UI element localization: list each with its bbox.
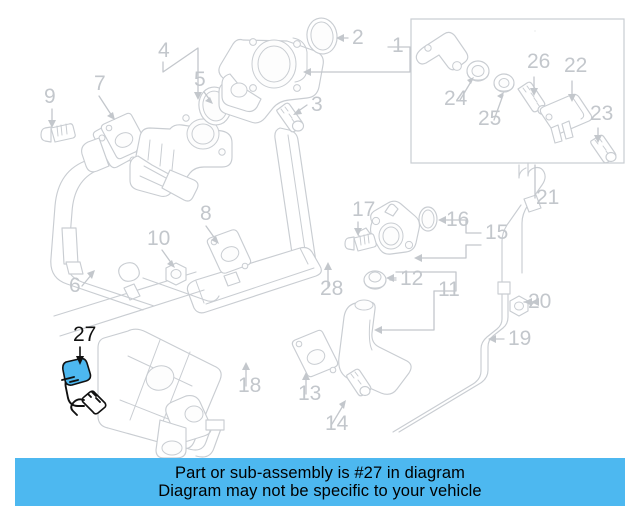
part-19-pipe	[392, 281, 511, 433]
callout-28: 28	[320, 277, 343, 300]
inset-leaders	[459, 76, 602, 143]
part-13-gasket	[291, 329, 339, 378]
callout-22: 22	[564, 54, 587, 77]
leader-lines	[48, 34, 539, 425]
parts-diagram-svg[interactable]: 1 2 3 4 5 6 7 8 9 10 11 12 13 14 15 16 1…	[0, 0, 640, 460]
part-3-bolt	[276, 102, 305, 133]
part-21-pipe	[501, 30, 546, 290]
part-4-egr-valve	[129, 114, 233, 202]
banner-line-2: Diagram may not be specific to your vehi…	[158, 482, 482, 500]
part-10-nut	[165, 262, 187, 286]
callout-19: 19	[508, 327, 531, 350]
callout-14: 14	[325, 412, 349, 435]
callout-23: 23	[590, 102, 613, 125]
parts-diagram[interactable]: 1 2 3 4 5 6 7 8 9 10 11 12 13 14 15 16 1…	[0, 0, 640, 460]
callout-9: 9	[44, 85, 56, 108]
callout-6: 6	[69, 274, 81, 297]
inset-box-frame	[410, 18, 625, 164]
callout-12: 12	[400, 267, 423, 290]
part-23-screw	[590, 134, 617, 164]
part-16-oring	[418, 206, 438, 232]
part-12-grommet	[363, 270, 387, 290]
part-17-bolt	[344, 233, 377, 252]
callout-24: 24	[444, 87, 468, 110]
part-24-grommet	[466, 60, 490, 82]
part-22-sensor	[539, 93, 593, 144]
callout-25: 25	[478, 107, 501, 130]
inset-box-group	[410, 18, 625, 164]
banner-line-1: Part or sub-assembly is #27 in diagram	[175, 463, 465, 482]
part-14-bolt	[346, 368, 372, 397]
callout-15: 15	[485, 221, 508, 244]
part-28-bracket	[274, 127, 317, 271]
callout-17: 17	[352, 198, 375, 221]
part-9-bolt	[40, 123, 76, 143]
part-20-nut	[509, 295, 529, 317]
callout-7: 7	[94, 72, 106, 95]
callout-8: 8	[200, 202, 212, 225]
callout-11: 11	[438, 278, 460, 301]
callout-21: 21	[536, 186, 559, 209]
part-15-housing	[357, 200, 421, 255]
callout-20: 20	[528, 290, 551, 313]
part-18-egr-cooler	[53, 246, 322, 459]
callout-10: 10	[147, 227, 170, 250]
part-25-grommet	[493, 73, 515, 93]
info-banner: Part or sub-assembly is #27 in diagram D…	[15, 458, 625, 506]
inset-bracket-arm	[415, 31, 469, 71]
callout-18: 18	[238, 374, 261, 397]
callout-16: 16	[446, 208, 469, 231]
callout-13: 13	[298, 382, 321, 405]
callout-27-highlighted: 27	[73, 323, 96, 346]
callout-labels: 1 2 3 4 5 6 7 8 9 10 11 12 13 14 15 16 1…	[44, 26, 613, 435]
callout-26: 26	[527, 50, 550, 73]
callout-5: 5	[194, 68, 206, 91]
callout-3: 3	[311, 93, 323, 116]
part-2-oring	[306, 17, 338, 55]
part-27-highlighted[interactable]	[61, 346, 107, 416]
callout-2: 2	[352, 26, 364, 49]
callout-4: 4	[158, 39, 170, 62]
callout-1: 1	[392, 34, 404, 57]
part-1-egr-valve-upper	[218, 37, 324, 124]
